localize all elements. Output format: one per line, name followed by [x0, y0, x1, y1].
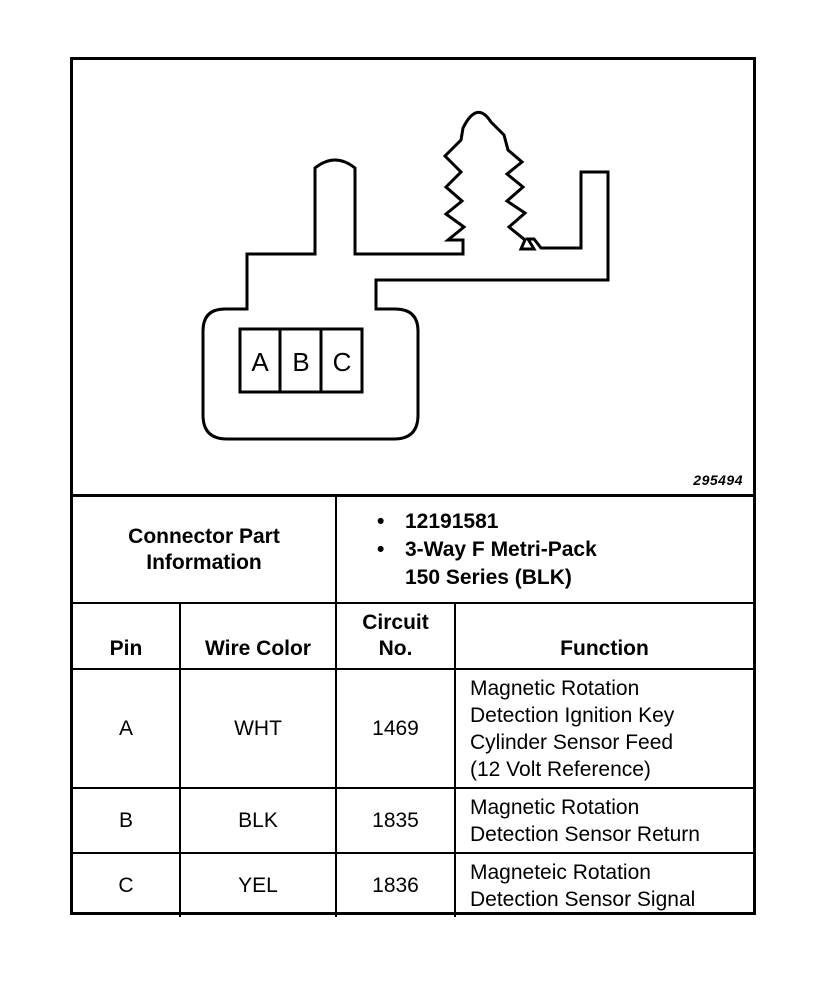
connector-type-line1: 3-Way F Metri-Pack [405, 537, 597, 561]
function-line: Magnetic Rotation [470, 676, 640, 700]
connector-type-line2: 150 Series (BLK) [405, 565, 572, 589]
connector-info-label-line1: Connector Part [128, 524, 280, 548]
wire-color-cell: BLK [179, 787, 337, 854]
connector-info-label-line2: Information [146, 550, 262, 574]
function-line: Detection Ignition Key [470, 703, 675, 727]
connector-sheet: A B C 295494 Connector Part Information … [70, 57, 756, 917]
pin-cell: C [73, 852, 181, 917]
connector-illustration: A B C 295494 [73, 60, 753, 497]
pin-cell: A [73, 668, 181, 789]
function-line: Cylinder Sensor Feed [470, 730, 674, 754]
part-number: 12191581 [405, 509, 499, 533]
table-row: A WHT 1469 Magnetic Rotation Detection I… [73, 668, 753, 789]
connector-type-item: 3-Way F Metri-Pack 150 Series (BLK) [377, 536, 753, 592]
function-line: Detection Sensor Signal [470, 887, 696, 911]
header-function: Function [454, 602, 753, 670]
column-header-row: Pin Wire Color Circuit No. Function [73, 602, 753, 670]
table-row: C YEL 1836 Magneteic Rotation Detection … [73, 852, 753, 917]
connector-info-row: Connector Part Information 12191581 3-Wa… [73, 497, 753, 604]
header-pin: Pin [73, 602, 181, 670]
terminal-a-label: A [251, 347, 269, 377]
header-circuit-no: Circuit No. [335, 602, 456, 670]
connector-drawing: A B C [201, 111, 610, 441]
circuit-cell: 1835 [335, 787, 456, 854]
terminal-c-label: C [333, 347, 352, 377]
terminal-cavity-block: A B C [238, 327, 364, 394]
table-row: B BLK 1835 Magnetic Rotation Detection S… [73, 787, 753, 854]
function-line: Detection Sensor Return [470, 822, 700, 846]
header-circuit-line2: No. [378, 637, 413, 660]
wire-color-cell: WHT [179, 668, 337, 789]
pin-cell: B [73, 787, 181, 854]
function-cell: Magneteic Rotation Detection Sensor Sign… [454, 852, 753, 917]
part-number-item: 12191581 [377, 508, 753, 536]
connector-table: Connector Part Information 12191581 3-Wa… [73, 497, 753, 917]
terminal-b-label: B [292, 347, 309, 377]
circuit-cell: 1469 [335, 668, 456, 789]
connector-info-values: 12191581 3-Way F Metri-Pack 150 Series (… [335, 497, 753, 604]
function-cell: Magnetic Rotation Detection Sensor Retur… [454, 787, 753, 854]
header-circuit-line1: Circuit [362, 611, 429, 634]
header-wire-color: Wire Color [179, 602, 337, 670]
circuit-cell: 1836 [335, 852, 456, 917]
function-line: (12 Volt Reference) [470, 757, 651, 781]
function-line: Magneteic Rotation [470, 860, 651, 884]
connector-info-label: Connector Part Information [73, 497, 337, 604]
figure-id: 295494 [693, 472, 743, 488]
function-cell: Magnetic Rotation Detection Ignition Key… [454, 668, 753, 789]
connector-housing-outline [201, 111, 610, 441]
function-line: Magnetic Rotation [470, 795, 640, 819]
wire-color-cell: YEL [179, 852, 337, 917]
